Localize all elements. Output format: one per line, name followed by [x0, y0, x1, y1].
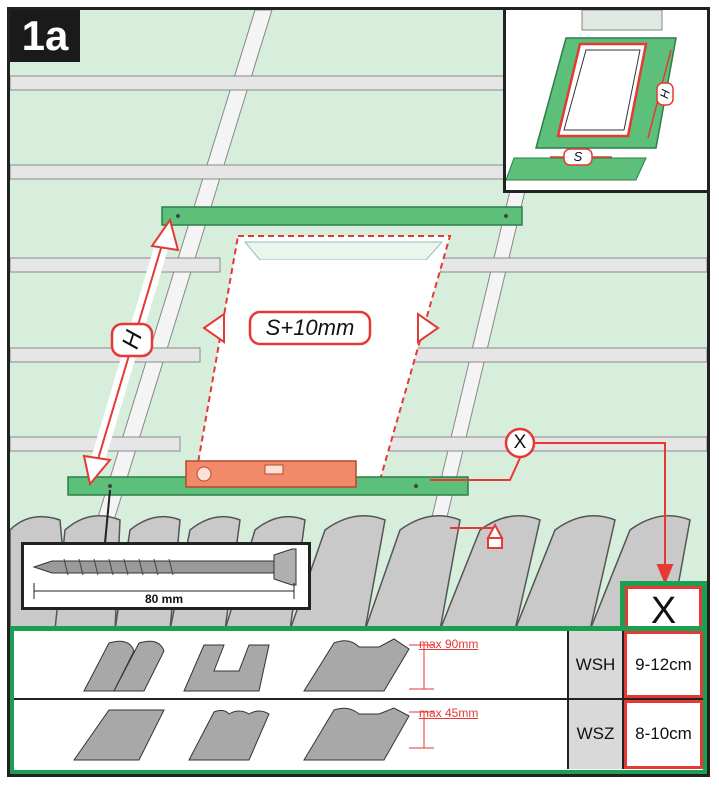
width-label: S+10mm	[265, 315, 355, 340]
width-arrow	[202, 310, 440, 346]
max-height-label: max 90mm	[419, 637, 479, 651]
screw-detail: 80 mm	[21, 542, 311, 610]
table-row: max 45mm WSZ 8-10cm	[14, 700, 703, 769]
inset-width-label: S	[573, 149, 583, 164]
x-marker-label: X	[513, 432, 527, 453]
flashing-type: WSZ	[569, 700, 624, 769]
screw-length-label: 80 mm	[144, 592, 184, 606]
high-profile-tiles-icon	[83, 638, 434, 692]
table-row: max 90mm WSH 9-12cm	[14, 631, 703, 700]
inset-illustration	[506, 10, 677, 181]
roof-illustration	[10, 10, 707, 630]
step-number: 1a	[10, 10, 80, 62]
flat-profile-tiles-icon	[73, 707, 434, 761]
tile-profiles-cell: max 45mm	[14, 700, 569, 769]
flashing-type: WSH	[569, 631, 624, 698]
installation-diagram: 1a H S+10mm X S H	[7, 7, 710, 777]
screw-icon	[32, 548, 297, 599]
max-height-label: max 45mm	[419, 706, 479, 720]
tile-profiles-cell: max 90mm	[14, 631, 569, 698]
x-value: 9-12cm	[624, 631, 703, 698]
x-value: 8-10cm	[624, 700, 703, 769]
spirit-level	[185, 460, 357, 488]
flashing-table: max 90mm WSH 9-12cm max 45mm WS	[10, 626, 707, 774]
height-arrow	[82, 217, 180, 487]
inset-window-view: S H	[503, 10, 707, 193]
x-distance-marker	[430, 427, 674, 585]
x-column-header: X	[620, 581, 707, 632]
x-column-header-label: X	[625, 586, 702, 632]
